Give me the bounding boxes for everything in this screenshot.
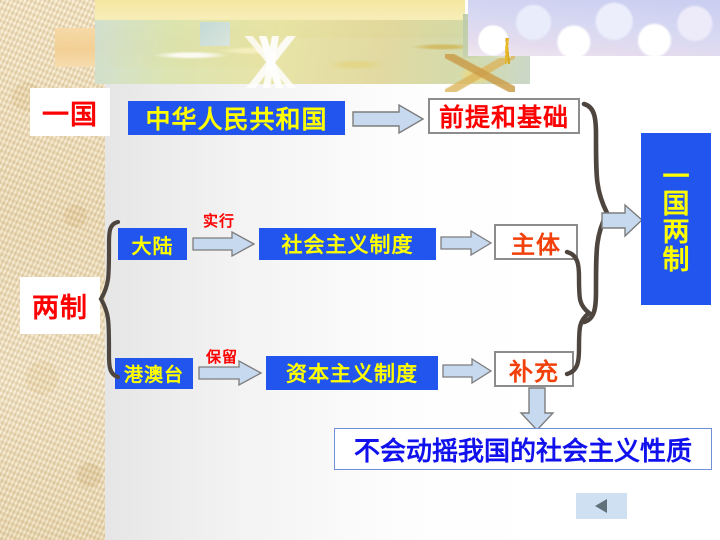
node-hongkong-macao-taiwan: 港澳台	[115, 358, 193, 389]
curly-brace-left-icon	[98, 219, 122, 380]
node-prc: 中华人民共和国	[128, 101, 345, 135]
arrow-to-result	[601, 203, 644, 238]
node-capitalist-system: 资本主义制度	[266, 356, 438, 390]
result-char-4: 制	[662, 244, 690, 276]
curly-brace-right-secondary-icon	[560, 249, 594, 377]
triangle-left-icon	[594, 499, 607, 513]
arrow-hmt-to-capitalist	[198, 359, 263, 387]
nav-previous-button[interactable]	[576, 493, 627, 519]
result-char-2: 国	[662, 189, 690, 221]
node-main-body: 主体	[494, 224, 578, 260]
header-band-wheat-icon	[505, 38, 717, 64]
node-one-country-two-systems: 一 国 两 制	[641, 133, 711, 305]
category-label-two-systems: 两制	[20, 277, 100, 334]
node-mainland: 大陆	[118, 228, 187, 260]
header-bird-decoration-icon	[445, 54, 515, 92]
header-band-foliage	[95, 20, 530, 92]
node-premise-and-foundation: 前提和基础	[428, 98, 580, 134]
header-band-blue-patch	[200, 22, 230, 46]
node-socialist-system: 社会主义制度	[259, 228, 436, 260]
arrow-down-icon	[519, 387, 555, 432]
arrow-mainland-to-socialist	[192, 230, 256, 258]
node-conclusion: 不会动摇我国的社会主义性质	[334, 428, 712, 470]
arrow-capitalist-to-supplement	[442, 357, 493, 385]
node-supplement: 补充	[494, 351, 574, 387]
result-char-1: 一	[662, 161, 690, 193]
arrow-prc-to-premise	[352, 103, 425, 135]
connector-label-retain: 保留	[206, 348, 239, 366]
result-char-3: 两	[662, 217, 690, 248]
category-label-one-country: 一国	[30, 88, 110, 136]
background-texture-strip	[0, 0, 105, 540]
arrow-socialist-to-mainbody	[440, 229, 493, 257]
header-leaf-decoration-icon	[225, 36, 317, 88]
connector-label-implement: 实行	[203, 212, 236, 230]
